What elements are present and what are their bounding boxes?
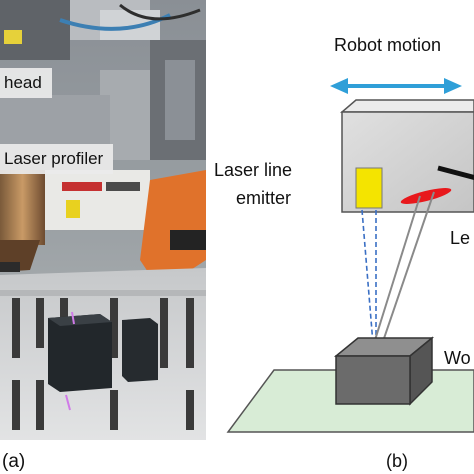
lens-label: Le: [450, 228, 471, 248]
robot-motion-arrow: [330, 78, 462, 94]
photo-panel: head Laser profiler: [0, 0, 206, 440]
diagram-panel: Robot motion Laser line emitter Le Wo (b…: [206, 0, 474, 474]
workpiece-label: Wo: [444, 348, 471, 368]
laser-head-label: head: [0, 68, 52, 98]
lens-icon: [400, 188, 452, 204]
panel-a-letter: (a): [2, 451, 26, 472]
emitter-label-line1: Laser line: [214, 160, 293, 180]
panel-b-letter: (b): [386, 451, 408, 471]
laser-profiler-label: Laser profiler: [0, 144, 114, 174]
machine-photo: [0, 0, 206, 440]
laser-beams: [361, 191, 435, 357]
workpiece: [333, 336, 435, 406]
robot-motion-label: Robot motion: [334, 35, 442, 55]
detector-bar: [437, 165, 474, 181]
emitter-label-line2: emitter: [236, 188, 292, 208]
laser-emitter: [355, 167, 383, 209]
schematic-drawing: [226, 78, 474, 433]
